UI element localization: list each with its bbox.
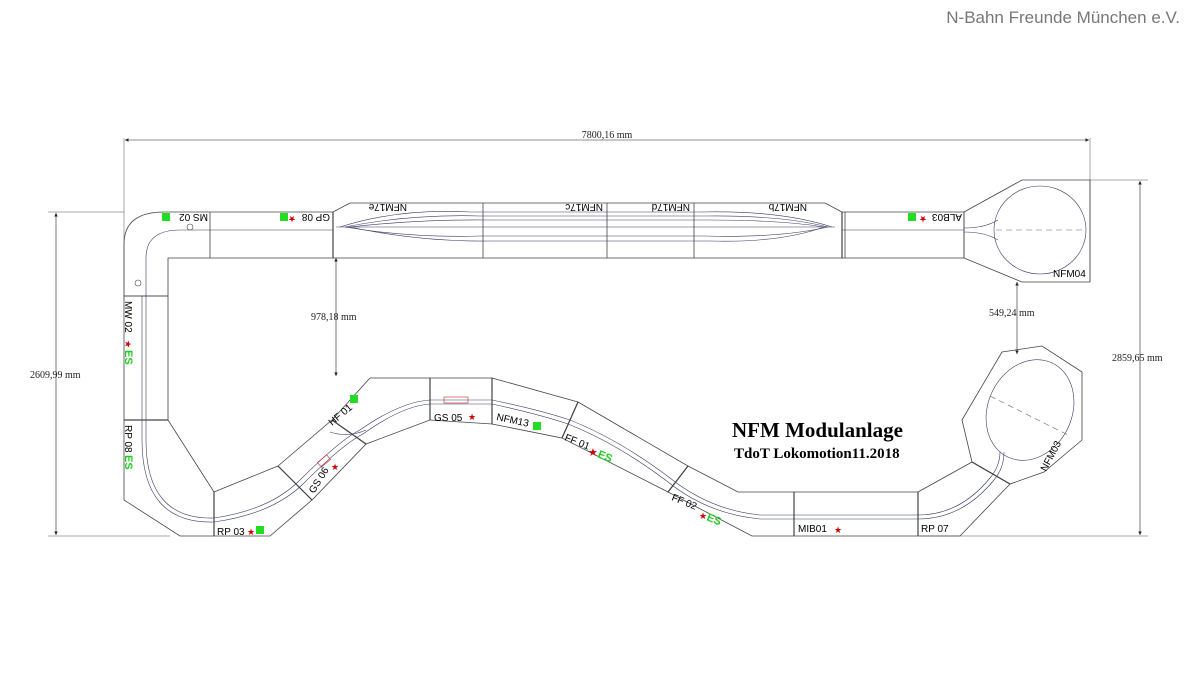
marker-star: ★ [919,213,927,223]
dim-gap-left: 978,18 mm [311,312,357,323]
module-nfm03: NFM03 [1039,439,1064,473]
module-mib01: MIB01 [798,524,827,535]
module-gs05: GS 05 [434,413,463,424]
marker-es: ES [596,449,614,466]
marker-es: ES [705,512,723,529]
marker-square [162,213,170,221]
marker-es: ES [122,455,134,470]
module-alb03: ALB03 [932,211,962,222]
marker-star: ★ [331,463,339,473]
dim-height-left: 2609,99 mm [30,370,81,381]
module-labels: MS 02 GP 08 NFM17e NFM17c NFM17d NFM17b … [122,201,1086,538]
organization-name: N-Bahn Freunde München e.V. [946,8,1180,27]
module-ms02: MS 02 [179,211,208,222]
marker-star: ★ [122,340,132,348]
marker-square [533,422,541,430]
module-gs06: GS 06 [307,465,332,495]
marker-star: ★ [468,413,476,423]
module-nfm17b: NFM17b [768,201,807,212]
top-section [123,179,1091,297]
dim-total-length: 7800,16 mm [582,130,633,141]
module-nfm04: NFM04 [1053,269,1086,280]
dim-height-right: 2859,65 mm [1112,353,1163,364]
markers: ★ ★ ★ ★ ★ ★ ★ ★ ★ ES ES ES ES [122,213,927,538]
module-nfm13: NFM13 [495,412,530,430]
module-ff02: FF 02 [670,493,699,513]
marker-es: ES [122,350,134,365]
dim-gap-right: 549,24 mm [989,308,1035,319]
marker-star: ★ [834,526,842,536]
plan-title: NFM Modulanlage [732,418,903,442]
marker-square [256,526,264,534]
plan-subtitle: TdoT Lokomotion11.2018 [734,446,900,462]
module-mw02: MW 02 [122,301,133,333]
bottom-section [123,295,1083,537]
marker-square [280,213,288,221]
module-nfm17e: NFM17e [368,201,407,212]
module-nfm17d: NFM17d [652,201,690,212]
marker-square [908,213,916,221]
marker-square [350,395,358,403]
marker-star: ★ [288,213,296,223]
module-nfm17c: NFM17c [565,201,603,212]
module-gp08: GP 08 [301,211,330,222]
module-rp03: RP 03 [217,527,245,538]
marker-star: ★ [699,512,707,522]
marker-star: ★ [588,446,598,459]
module-hf01: HF 01 [327,402,355,428]
marker-star: ★ [247,528,255,538]
module-rp07: RP 07 [921,524,949,535]
dimension-lines: 7800,16 mm 2609,99 mm 2859,65 mm 978,18 … [30,130,1163,537]
module-rp08: RP 08 [122,425,133,453]
